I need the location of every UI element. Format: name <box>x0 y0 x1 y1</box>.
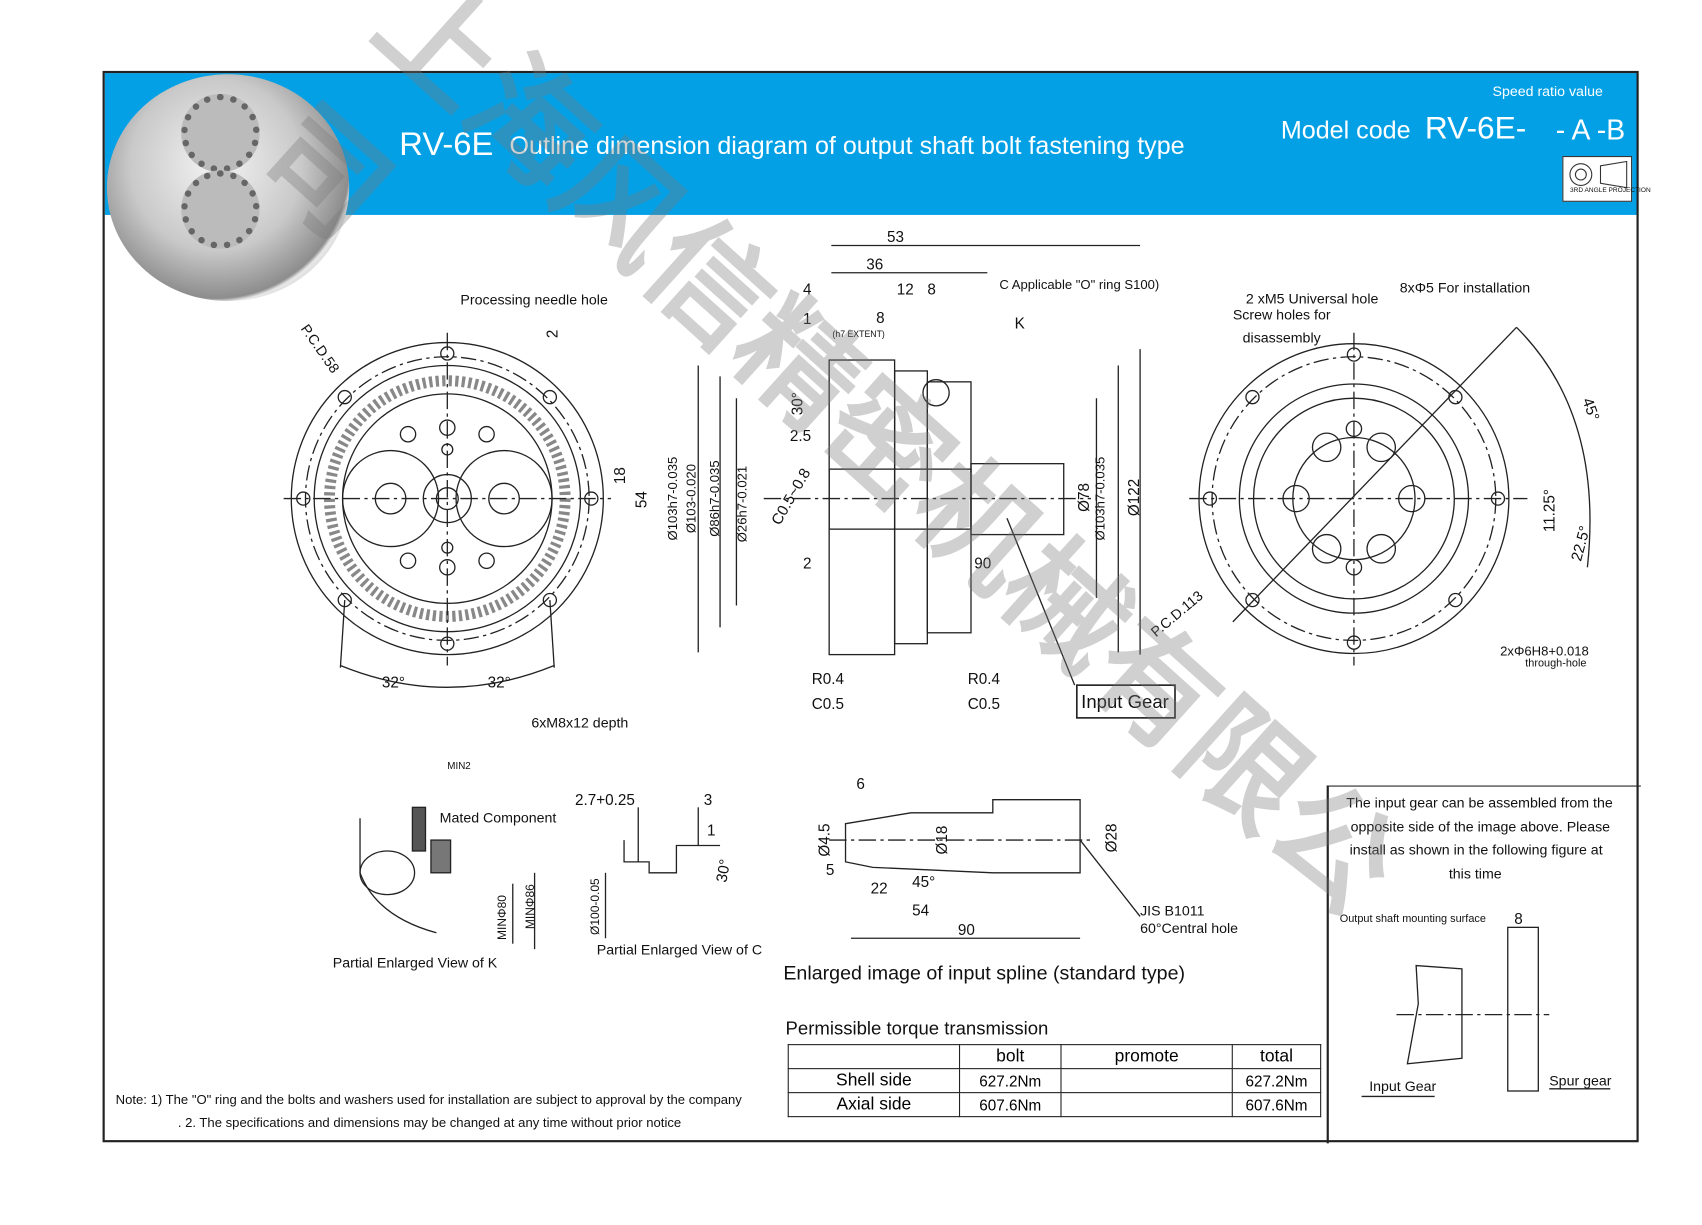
title-banner <box>104 73 1637 215</box>
gear-image <box>181 170 260 249</box>
spline-caption: Enlarged image of input spline (standard… <box>783 962 1186 985</box>
dim-label: 12 <box>896 280 914 298</box>
row-label: Axial side <box>787 1092 961 1118</box>
dim-label: 22 <box>870 879 888 897</box>
header-cell: promote <box>1060 1044 1233 1070</box>
screw-label: Screw holes for <box>1232 306 1331 323</box>
dim-label: 2.5 <box>789 426 812 445</box>
dim-label: MINΦ86 <box>524 884 538 930</box>
model-suffix: - A -B <box>1555 113 1626 147</box>
disassembly-label: disassembly <box>1242 329 1321 346</box>
needle-hole-label: Processing needle hole <box>460 291 608 308</box>
sheet-border <box>102 70 1639 1143</box>
dim-label: 6 <box>856 774 865 793</box>
dim-label: 5 <box>825 860 835 879</box>
jis-label: JIS B1011 <box>1140 902 1205 919</box>
dim-label: 53 <box>886 228 904 246</box>
speed-ratio-label: Speed ratio value <box>1492 82 1603 100</box>
dim-label: 3 <box>703 790 713 809</box>
view-c-caption: Partial Enlarged View of C <box>596 941 763 958</box>
view-k-caption: Partial Enlarged View of K <box>332 954 498 971</box>
model-code: RV-6E- <box>1424 111 1527 147</box>
dim-label: 54 <box>912 901 930 919</box>
m5-label: 2 xM5 Universal hole <box>1245 290 1379 307</box>
cell: 607.6Nm <box>958 1092 1062 1118</box>
radius-label: R0.4 <box>967 669 1000 688</box>
dim-label: 90 <box>974 554 992 572</box>
h7-label: (h7 EXTENT) <box>832 329 885 340</box>
dim-label: MIN2 <box>447 760 471 772</box>
dim-label: 2 <box>802 554 812 572</box>
phi5-label: 8xΦ5 For installation <box>1399 279 1531 296</box>
torque-title: Permissible torque transmission <box>785 1017 1049 1039</box>
page-title: Outline dimension diagram of output shaf… <box>509 130 1185 160</box>
chamfer-label: C0.5 <box>811 694 844 713</box>
gear-image <box>181 93 260 173</box>
dim-label: 4 <box>802 280 812 298</box>
info-text: opposite side of the image above. Please <box>1350 818 1611 835</box>
input-gear-label: Input Gear <box>1081 691 1169 713</box>
dim-label: 8 <box>927 280 936 298</box>
view-k-drawing <box>359 806 536 950</box>
pin-label: 2xΦ6H8+0.018 <box>1500 643 1589 659</box>
dim-label: 90 <box>957 920 975 939</box>
dim-label: 32° <box>381 673 405 691</box>
k-label: K <box>1014 314 1025 332</box>
dim-label: 32° <box>487 673 511 691</box>
dim-label: 8 <box>876 308 885 327</box>
projection-label: 3RD ANGLE PROJECTION <box>1569 187 1651 195</box>
mated-label: Mated Component <box>439 809 557 826</box>
table-header-row: bolt promote total <box>787 1044 1322 1070</box>
cell: 627.2Nm <box>958 1068 1062 1094</box>
cell: 607.6Nm <box>1231 1092 1322 1118</box>
front-view-left <box>283 332 611 688</box>
section-view <box>697 244 1176 719</box>
central-hole-label: 60°Central hole <box>1140 919 1239 937</box>
info-text: install as shown in the following figure… <box>1349 841 1603 858</box>
model-code-label: Model code <box>1280 115 1411 145</box>
angle-label: 45° <box>912 872 936 891</box>
spur-gear-label: Spur gear <box>1549 1072 1612 1089</box>
cell <box>1060 1092 1233 1118</box>
input-gear-label: Input Gear <box>1369 1077 1437 1095</box>
cell <box>1060 1068 1233 1094</box>
dim-label: 1 <box>706 821 716 839</box>
table-row: Axial side 607.6Nm 607.6Nm <box>787 1092 1322 1118</box>
projection-symbol: 3RD ANGLE PROJECTION <box>1562 156 1651 202</box>
info-text: The input gear can be assembled from the <box>1346 794 1613 811</box>
radius-label: R0.4 <box>811 669 844 688</box>
dim-label: Ø100-0.05 <box>589 878 603 935</box>
info-text: this time <box>1448 865 1502 882</box>
info-drawing <box>1361 926 1611 1098</box>
note-2: . 2. The specifications and dimensions m… <box>177 1115 682 1131</box>
dim-label: 36 <box>866 255 884 273</box>
spline-drawing <box>829 799 1141 939</box>
dim-label: Ø4.5 <box>815 823 833 857</box>
header-cell <box>787 1044 961 1070</box>
note-1: Note: 1) The "O" ring and the bolts and … <box>115 1092 742 1108</box>
front-view-right <box>1189 326 1591 666</box>
bolt-label: 6xM8x12 depth <box>531 714 629 731</box>
info-box <box>1326 785 1641 1144</box>
header-cell: bolt <box>958 1044 1062 1070</box>
dim-label: 2.7+0.25 <box>574 790 635 809</box>
header-cell: total <box>1231 1044 1322 1070</box>
row-label: Shell side <box>787 1068 961 1094</box>
angle-label: 11.25° <box>1540 488 1558 533</box>
dim-label: 1 <box>802 309 812 328</box>
reducer-photo <box>106 74 350 302</box>
surface-label: Output shaft mounting surface <box>1339 913 1486 926</box>
dim-label: 8 <box>1514 909 1523 928</box>
through-label: through-hole <box>1525 657 1587 670</box>
dim-label: MINΦ80 <box>495 895 510 940</box>
model-prefix: RV-6E <box>399 126 494 163</box>
chamfer-label: C0.5 <box>967 694 1000 713</box>
view-c-drawing <box>604 807 721 939</box>
dia-label: Ø122 <box>1124 478 1143 517</box>
oring-label: C Applicable "O" ring S100) <box>999 277 1160 293</box>
torque-table: bolt promote total Shell side 627.2Nm 62… <box>787 1044 1322 1118</box>
table-row: Shell side 627.2Nm 627.2Nm <box>787 1068 1322 1094</box>
